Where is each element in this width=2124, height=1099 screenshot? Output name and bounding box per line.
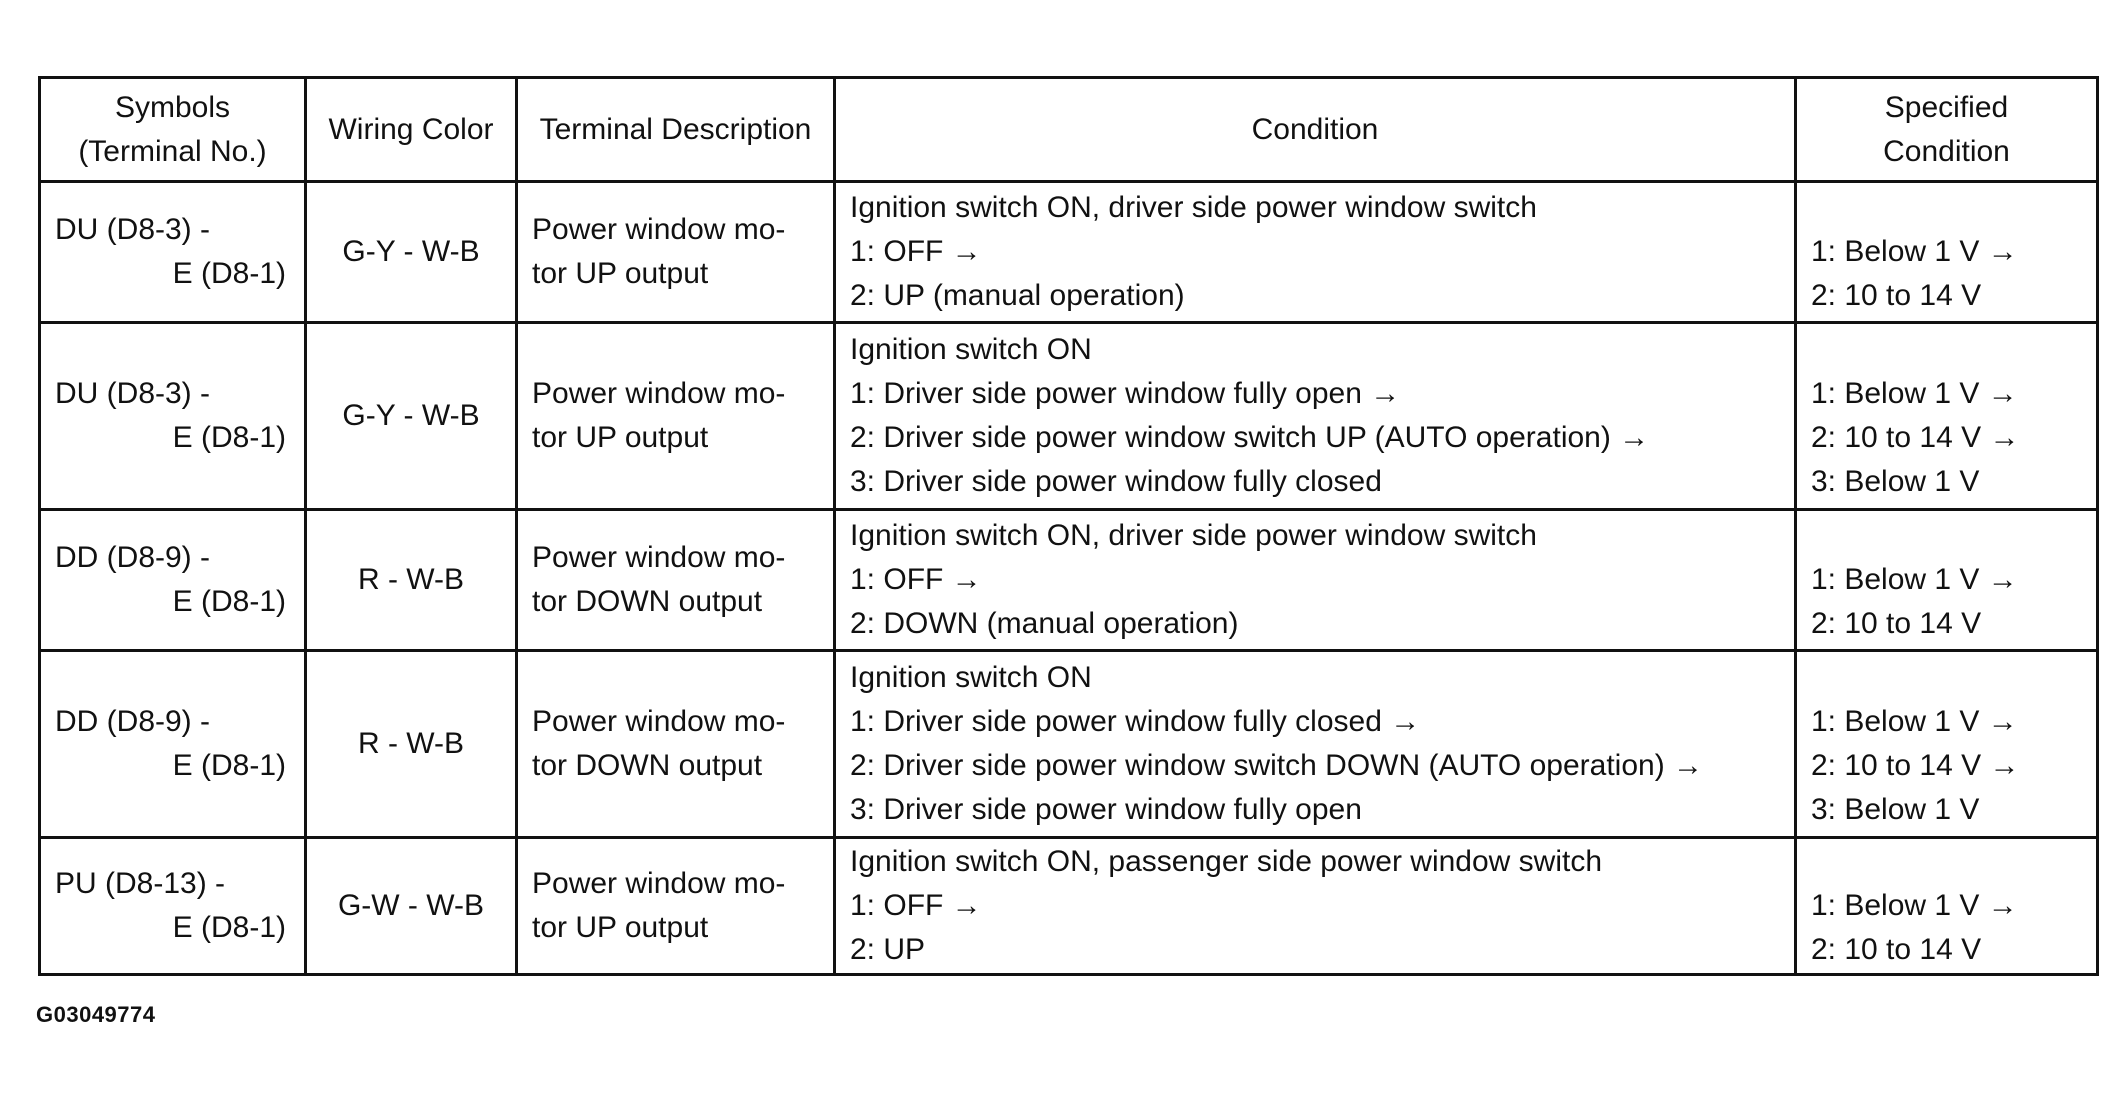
table-row: DU (D8-3) - E (D8-1) G-Y - W-B Power win… [38, 321, 2099, 511]
condition-line: 3: Driver side power window fully closed [850, 465, 1382, 498]
wiring-color-cell: G-W - W-B [304, 836, 518, 976]
specified-line: 2: 10 to 14 V → [1811, 749, 2020, 782]
condition-line: 2: UP (manual operation) [850, 279, 1185, 312]
specified-line: 3: Below 1 V [1811, 465, 1980, 498]
description-line: Power window mo- [532, 867, 786, 900]
description-line: Power window mo- [532, 705, 786, 738]
condition-cell: Ignition switch ON 1: Driver side power … [833, 321, 1797, 511]
condition-line: 1: OFF → [850, 563, 982, 596]
specified-line: 3: Below 1 V [1811, 793, 1980, 826]
condition-line: 1: Driver side power window fully closed… [850, 705, 1421, 738]
specified-line: 2: 10 to 14 V [1811, 607, 1982, 640]
specified-line: 1: Below 1 V → [1811, 377, 2018, 410]
specified-cell: 1: Below 1 V → 2: 10 to 14 V [1794, 836, 2099, 976]
symbol-top: DD (D8-9) - [55, 541, 210, 574]
description-cell: Power window mo- tor UP output [515, 180, 836, 324]
symbol-top: DU (D8-3) - [55, 213, 210, 246]
symbol-bottom: E (D8-1) [172, 421, 286, 454]
condition-line: Ignition switch ON [850, 333, 1092, 366]
header-row: Symbols (Terminal No.) Wiring Color Term… [38, 76, 2099, 183]
table-header: Symbols (Terminal No.) Wiring Color Term… [38, 76, 2099, 183]
specified-line: 1: Below 1 V → [1811, 705, 2018, 738]
symbol-cell: DD (D8-9) - E (D8-1) [38, 649, 307, 839]
symbol-top: DD (D8-9) - [55, 705, 210, 738]
table-row: DD (D8-9) - E (D8-1) R - W-B Power windo… [38, 649, 2099, 839]
header-terminal-description: Terminal Description [515, 76, 836, 183]
figure-id-label: G03049774 [36, 1002, 156, 1027]
condition-cell: Ignition switch ON 1: Driver side power … [833, 649, 1797, 839]
symbol-top: DU (D8-3) - [55, 377, 210, 410]
header-specified-line2: Condition [1883, 134, 2010, 168]
symbol-top: PU (D8-13) - [55, 867, 226, 900]
symbol-cell: PU (D8-13) - E (D8-1) [38, 836, 307, 976]
symbol-bottom: E (D8-1) [172, 911, 286, 944]
condition-line: 3: Driver side power window fully open [850, 793, 1362, 826]
wiring-color-cell: R - W-B [304, 649, 518, 839]
symbol-bottom: E (D8-1) [172, 257, 286, 290]
header-wiring-color: Wiring Color [304, 76, 518, 183]
specified-line: 1: Below 1 V → [1811, 889, 2018, 922]
wiring-color-cell: G-Y - W-B [304, 180, 518, 324]
specified-line: 2: 10 to 14 V [1811, 279, 1982, 312]
description-line: tor UP output [532, 911, 709, 944]
description-line: Power window mo- [532, 377, 786, 410]
condition-line: Ignition switch ON, driver side power wi… [850, 191, 1537, 224]
specified-cell: 1: Below 1 V → 2: 10 to 14 V [1794, 508, 2099, 652]
description-cell: Power window mo- tor UP output [515, 321, 836, 511]
condition-line: 1: OFF → [850, 235, 982, 268]
description-cell: Power window mo- tor DOWN output [515, 649, 836, 839]
specified-cell: 1: Below 1 V → 2: 10 to 14 V → 3: Below … [1794, 649, 2099, 839]
symbol-cell: DU (D8-3) - E (D8-1) [38, 180, 307, 324]
symbol-bottom: E (D8-1) [172, 585, 286, 618]
description-line: tor DOWN output [532, 585, 763, 618]
description-line: tor DOWN output [532, 749, 763, 782]
table-row: PU (D8-13) - E (D8-1) G-W - W-B Power wi… [38, 836, 2099, 976]
header-symbols-line1: Symbols [114, 90, 231, 124]
condition-line: Ignition switch ON [850, 661, 1092, 694]
description-line: Power window mo- [532, 213, 786, 246]
header-symbols: Symbols (Terminal No.) [38, 76, 307, 183]
specified-line: 2: 10 to 14 V → [1811, 421, 2020, 454]
description-line: tor UP output [532, 421, 709, 454]
specified-cell: 1: Below 1 V → 2: 10 to 14 V [1794, 180, 2099, 324]
specified-cell: 1: Below 1 V → 2: 10 to 14 V → 3: Below … [1794, 321, 2099, 511]
specified-line: 1: Below 1 V → [1811, 563, 2018, 596]
wiring-color-cell: G-Y - W-B [304, 321, 518, 511]
condition-line: 2: Driver side power window switch DOWN … [850, 749, 1704, 782]
header-condition: Condition [833, 76, 1797, 183]
terminal-spec-table: Symbols (Terminal No.) Wiring Color Term… [38, 76, 2099, 976]
description-cell: Power window mo- tor DOWN output [515, 508, 836, 652]
specified-line: 1: Below 1 V → [1811, 235, 2018, 268]
condition-line: 1: Driver side power window fully open → [850, 377, 1401, 410]
condition-line: 2: Driver side power window switch UP (A… [850, 421, 1650, 454]
description-cell: Power window mo- tor UP output [515, 836, 836, 976]
specified-line: 2: 10 to 14 V [1811, 933, 1982, 966]
description-line: Power window mo- [532, 541, 786, 574]
condition-line: 2: UP [850, 933, 926, 966]
symbol-cell: DU (D8-3) - E (D8-1) [38, 321, 307, 511]
table-row: DD (D8-9) - E (D8-1) R - W-B Power windo… [38, 508, 2099, 652]
condition-cell: Ignition switch ON, driver side power wi… [833, 180, 1797, 324]
wiring-color-cell: R - W-B [304, 508, 518, 652]
header-specified-line1: Specified [1884, 90, 2009, 124]
description-line: tor UP output [532, 257, 709, 290]
condition-line: Ignition switch ON, driver side power wi… [850, 519, 1537, 552]
condition-line: 2: DOWN (manual operation) [850, 607, 1239, 640]
table-row: DU (D8-3) - E (D8-1) G-Y - W-B Power win… [38, 180, 2099, 324]
condition-line: 1: OFF → [850, 889, 982, 922]
condition-cell: Ignition switch ON, driver side power wi… [833, 508, 1797, 652]
condition-line: Ignition switch ON, passenger side power… [850, 845, 1603, 878]
header-symbols-line2: (Terminal No.) [78, 134, 267, 168]
symbol-cell: DD (D8-9) - E (D8-1) [38, 508, 307, 652]
symbol-bottom: E (D8-1) [172, 749, 286, 782]
header-specified-condition: Specified Condition [1794, 76, 2099, 183]
condition-cell: Ignition switch ON, passenger side power… [833, 836, 1797, 976]
table-body: DU (D8-3) - E (D8-1) G-Y - W-B Power win… [38, 180, 2099, 976]
